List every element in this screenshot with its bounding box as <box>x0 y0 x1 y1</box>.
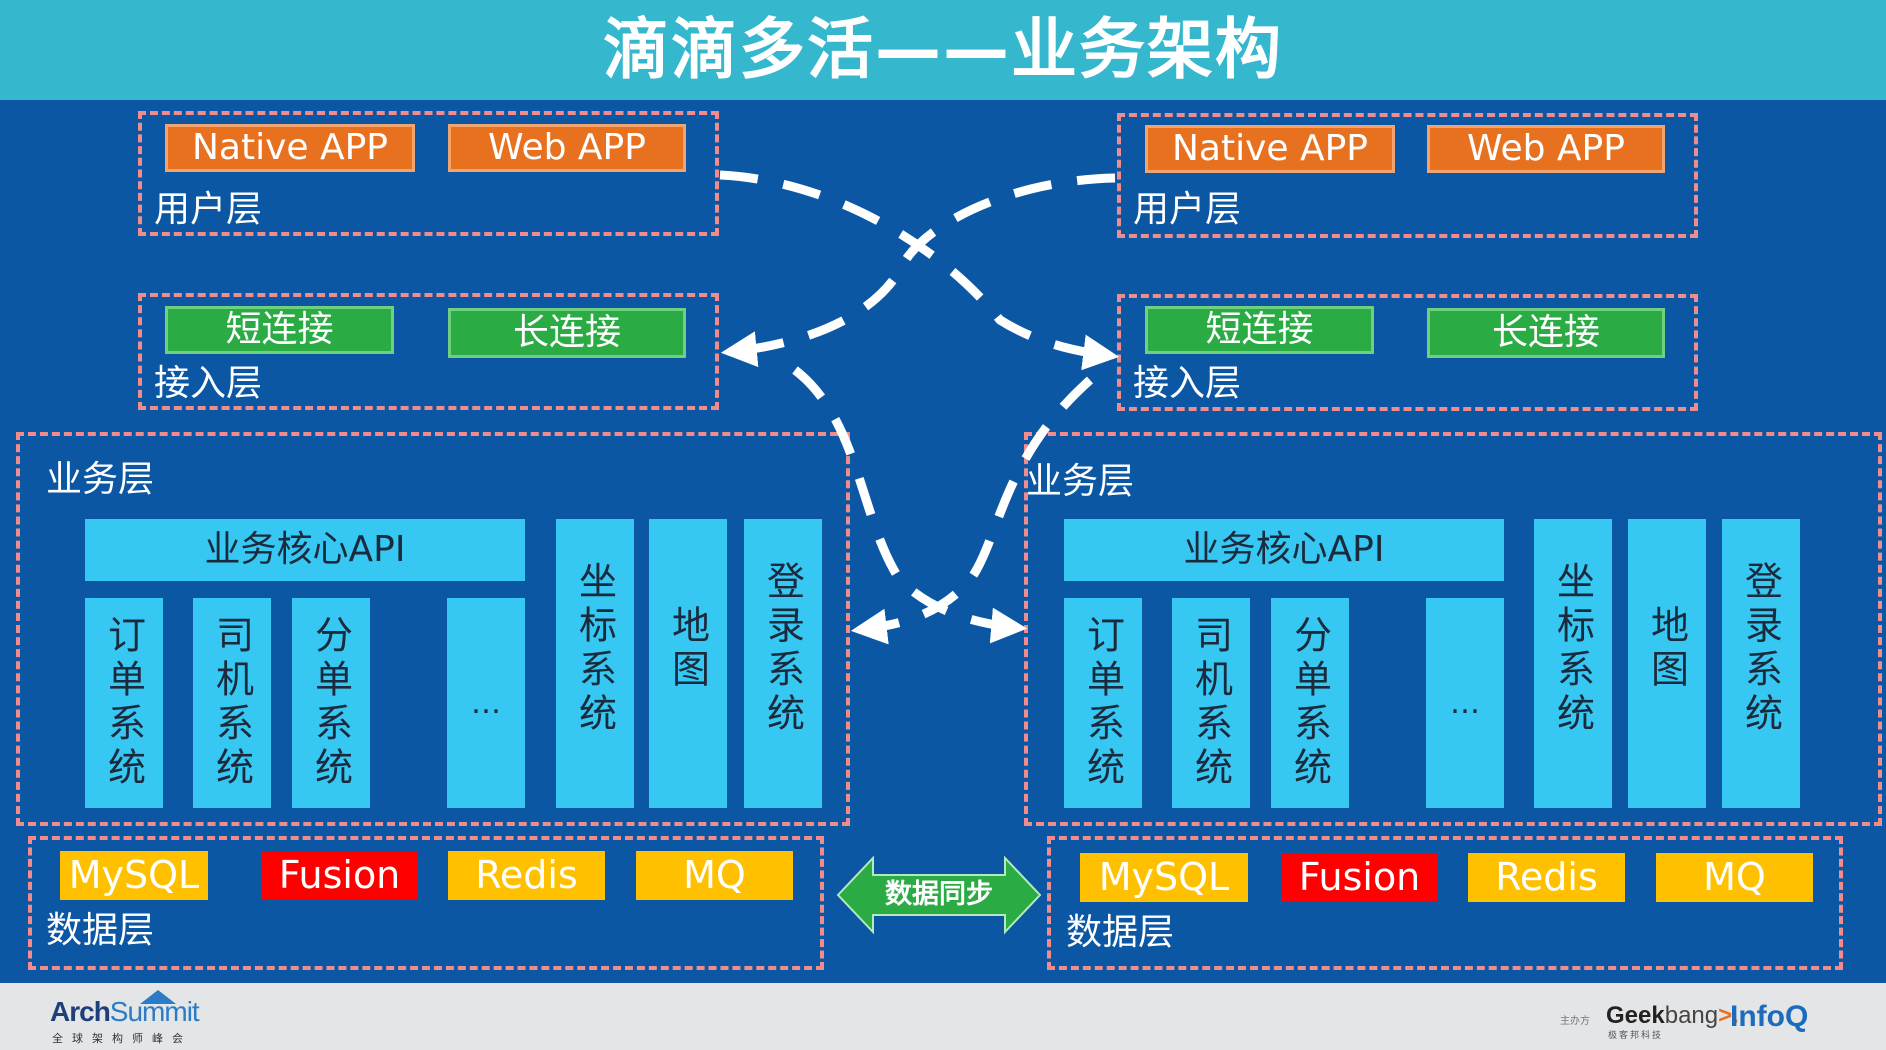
left-business-layer-label: 业务层 <box>46 459 155 500</box>
connector-left-user-to-right-access <box>719 170 1120 371</box>
right-login-system-block: 登录系统 <box>1722 519 1800 808</box>
left-user-layer-label: 用户层 <box>154 189 263 230</box>
connector-right-access-to-left-business <box>850 376 1093 645</box>
left-more-systems-label: … <box>471 685 501 721</box>
left-login-system-label: 登录系统 <box>760 561 805 737</box>
right-driver-system-label: 司机系统 <box>1188 615 1233 791</box>
left-core-api-block: 业务核心API <box>85 519 525 581</box>
right-dispatch-system-block: 分单系统 <box>1271 598 1349 808</box>
archsummit-logo: ArchSummit 全球架构师峰会 <box>50 990 220 1046</box>
right-fusion-chip: Fusion <box>1281 853 1438 902</box>
right-mq-chip: MQ <box>1656 853 1813 902</box>
archsummit-wordmark: ArchSummit <box>50 996 200 1027</box>
right-business-layer-label: 业务层 <box>1026 461 1135 502</box>
left-login-system-block: 登录系统 <box>744 519 822 808</box>
left-redis-chip: Redis <box>448 851 605 900</box>
left-order-system-block: 订单系统 <box>85 598 163 808</box>
host-label: 主办方 <box>1560 1016 1590 1027</box>
left-dispatch-system-label: 分单系统 <box>308 615 353 791</box>
left-fusion-chip: Fusion <box>261 851 418 900</box>
left-order-system-label: 订单系统 <box>101 615 146 791</box>
right-dispatch-system-label: 分单系统 <box>1287 615 1332 791</box>
connector-left-access-to-right-business <box>792 366 1028 644</box>
left-driver-system-label: 司机系统 <box>209 615 254 791</box>
data-sync-arrow <box>836 855 1042 935</box>
right-data-layer-label: 数据层 <box>1066 912 1175 953</box>
organizer-logos: 主办方 Geekbang>. 极客邦科技 InfoQ <box>1560 1000 1870 1041</box>
left-data-layer-panel <box>28 836 824 970</box>
right-access-layer-label: 接入层 <box>1133 363 1242 404</box>
left-user-layer-panel <box>138 111 719 236</box>
geekbang-subtitle: 极客邦科技 <box>1608 1031 1664 1041</box>
left-short-connection-chip: 短连接 <box>165 306 394 354</box>
footer <box>0 983 1886 1050</box>
right-coordinate-system-label: 坐标系统 <box>1550 561 1595 737</box>
left-data-layer-label: 数据层 <box>46 910 155 951</box>
right-redis-chip: Redis <box>1468 853 1625 902</box>
title-bar <box>0 0 1886 100</box>
left-mq-chip: MQ <box>636 851 793 900</box>
right-user-layer-panel <box>1117 113 1698 238</box>
right-core-api-block: 业务核心API <box>1064 519 1504 581</box>
left-more-systems-block: … <box>447 598 525 808</box>
right-data-layer-panel <box>1047 836 1843 970</box>
left-map-label: 地图 <box>665 605 710 693</box>
mountain-icon <box>140 990 176 1004</box>
right-more-systems-block: … <box>1426 598 1504 808</box>
left-access-layer-panel <box>138 293 719 410</box>
right-map-label: 地图 <box>1644 605 1689 693</box>
right-long-connection-chip: 长连接 <box>1427 308 1665 358</box>
right-driver-system-block: 司机系统 <box>1172 598 1250 808</box>
left-coordinate-system-label: 坐标系统 <box>572 561 617 737</box>
right-mysql-chip: MySQL <box>1080 853 1248 902</box>
right-web-app-chip: Web APP <box>1427 125 1665 173</box>
left-web-app-chip: Web APP <box>448 124 686 172</box>
left-driver-system-block: 司机系统 <box>193 598 271 808</box>
left-access-layer-label: 接入层 <box>154 363 263 404</box>
left-long-connection-chip: 长连接 <box>448 308 686 358</box>
right-user-layer-label: 用户层 <box>1133 189 1242 230</box>
right-coordinate-system-block: 坐标系统 <box>1534 519 1612 808</box>
infoq-logo: InfoQ <box>1730 1000 1809 1033</box>
right-order-system-label: 订单系统 <box>1080 615 1125 791</box>
slide-title: 滴滴多活——业务架构 <box>603 11 1283 88</box>
left-business-layer-panel <box>16 432 850 826</box>
right-short-connection-chip: 短连接 <box>1145 306 1374 354</box>
left-dispatch-system-block: 分单系统 <box>292 598 370 808</box>
archsummit-subtitle: 全球架构师峰会 <box>52 1032 192 1045</box>
data-sync-label: 数据同步 <box>885 879 993 910</box>
left-map-block: 地图 <box>649 519 727 808</box>
left-mysql-chip: MySQL <box>60 851 208 900</box>
left-native-app-chip: Native APP <box>165 124 415 172</box>
geekbang-logo: Geekbang>. <box>1606 1002 1739 1029</box>
left-coordinate-system-block: 坐标系统 <box>556 519 634 808</box>
right-order-system-block: 订单系统 <box>1064 598 1142 808</box>
right-login-system-label: 登录系统 <box>1738 561 1783 737</box>
right-more-systems-label: … <box>1450 685 1480 721</box>
connector-right-user-to-left-access <box>720 173 1116 368</box>
right-native-app-chip: Native APP <box>1145 125 1395 173</box>
right-map-block: 地图 <box>1628 519 1706 808</box>
